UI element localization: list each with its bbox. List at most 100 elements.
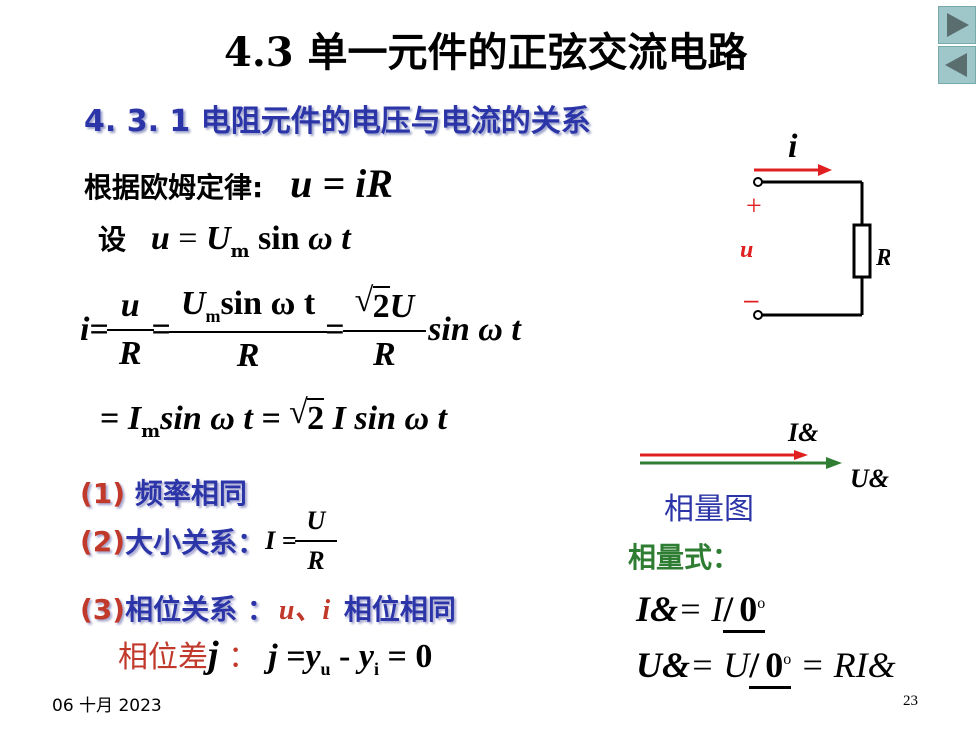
phasor-diagram-label: 相量图 (664, 492, 754, 527)
assume-sin: sin (249, 220, 309, 257)
prop1-text: 频率相同 (125, 477, 247, 510)
phase-diff-psi2: y (358, 638, 374, 675)
pf1-deg: o (757, 595, 766, 612)
phase-diff-psi1: y (305, 638, 321, 675)
eq1-sqrt: √2 (354, 282, 390, 325)
circuit-i: i (788, 128, 798, 165)
assume-line: 设 u = Um sin ω t (98, 218, 351, 262)
eq2-lead: = (100, 400, 128, 437)
eq1-two: 2 (372, 286, 390, 325)
pf1-rhs: = I (678, 589, 724, 629)
voltage-phasor-arrow-icon (826, 457, 842, 469)
pf2-deg: o (783, 651, 792, 668)
prop3-text: 相位关系 ： (125, 593, 275, 626)
eq1-eq-3: = (325, 311, 345, 348)
ohm-law-label: 根据欧姆定律: (84, 171, 264, 204)
assume-u: u (150, 220, 170, 257)
eq1-sinwt: sin ω t (220, 285, 316, 322)
phasor-label-U: U& (850, 464, 889, 493)
footer-date: 06 十月 2023 (52, 696, 162, 716)
current-equation-2: = Imsin ω t = √2 I sin ω t (100, 394, 448, 442)
eq2-two: 2 (307, 398, 325, 437)
eq1-frac-u-R: u R (106, 287, 154, 373)
page-title: 4.3 单一元件的正弦交流电路 (224, 29, 748, 76)
prop-phase: (3)相位关系 ：u、i 相位相同 (80, 588, 456, 628)
prop2-num: (2) (80, 524, 126, 558)
circuit-u: u (740, 237, 753, 263)
eq1-R-2: R (168, 331, 328, 375)
resistor-circuit-diagram: i + u – R (740, 128, 890, 320)
prop2-I: I = (265, 526, 297, 555)
prop-magnitude: (2)大小关系： I = U R (80, 506, 338, 576)
eq1-frac-Um: Umsin ω t R (168, 285, 328, 375)
eq2-I: I (127, 400, 142, 437)
pf1-angle: 0 (739, 589, 758, 629)
prop3-tail: 相位相同 (334, 593, 456, 626)
play-right-icon (947, 13, 969, 37)
play-left-icon (945, 53, 967, 77)
pf2-lhs: U& (636, 645, 690, 685)
phase-diff-i: i (373, 659, 379, 679)
phasor-formula-current: I&= I/0o (636, 588, 766, 633)
pf2-tail: = RI& (791, 645, 896, 685)
prop-frequency: (1) 频率相同 (80, 472, 247, 512)
ohm-law-formula: u = iR (290, 161, 393, 206)
eq2-sqrt: √2 (289, 394, 325, 437)
circuit-R: R (875, 245, 890, 271)
phase-diff-u: u (320, 659, 331, 679)
prop1-num: (1) (80, 477, 126, 510)
eq1-R-1: R (106, 329, 154, 373)
assume-U: U (205, 220, 231, 257)
assume-wt: ω t (308, 220, 351, 257)
eq1-tail: sin ω t (428, 311, 521, 348)
current-phasor-arrow-icon (794, 450, 808, 460)
eq1-u: u (120, 287, 140, 324)
prev-slide-button[interactable] (938, 46, 976, 84)
phase-diff-minus: - (330, 638, 359, 675)
eq1-Um: U (180, 285, 206, 322)
phasor-formula-label: 相量式： (628, 541, 741, 574)
prop2-R: R (294, 540, 338, 576)
phase-diff-colon: ： (218, 640, 259, 675)
next-slide-button[interactable] (938, 6, 976, 44)
phase-diff-label: 相位差 (118, 640, 208, 675)
circuit-minus: – (744, 284, 759, 314)
page-number: 23 (903, 693, 918, 709)
eq1-R-3: R (342, 330, 427, 374)
phase-difference: 相位差j ：j =yu - yi = 0 (118, 632, 432, 680)
assume-label: 设 (98, 223, 127, 256)
prop2-U: U (306, 506, 326, 535)
eq1-frac-sqrt: √2U R (342, 282, 427, 374)
current-arrow-icon (818, 164, 832, 176)
eq1-eq-2: = (151, 311, 171, 348)
section-subtitle: 4. 3. 1 电阻元件的电压与电流的关系 (84, 104, 591, 139)
assume-m: m (230, 241, 250, 262)
circuit-plus: + (746, 191, 762, 222)
pf1-lhs: I& (636, 589, 679, 629)
eq1-m: m (205, 306, 221, 326)
pf2-rhs: = U (690, 645, 750, 685)
phasor-formula-voltage: U&= U/0o = RI& (636, 644, 896, 689)
prop3-num: (3) (80, 593, 126, 626)
assume-eq: = (169, 220, 206, 257)
eq2-tail: I sin ω t (324, 400, 448, 437)
prop3-ui: u、i (278, 595, 331, 626)
phasor-label-I: I& (787, 418, 818, 447)
eq2-m: m (141, 421, 161, 442)
phase-diff-end: = 0 (378, 638, 433, 675)
pf2-angle: 0 (765, 645, 784, 685)
prop2-text: 大小关系： (125, 526, 266, 559)
phasor-diagram: I& U& (640, 418, 889, 493)
eq2-mid: sin ω t = (160, 400, 290, 437)
ohm-law-line: 根据欧姆定律: u = iR (84, 160, 393, 207)
pf2-angle-wrap: /0o (749, 644, 792, 689)
eq1-eq-1: = (89, 311, 109, 348)
eq1-i: i (80, 311, 90, 348)
pf1-angle-wrap: /0o (723, 588, 766, 633)
prop2-frac: U R (294, 506, 338, 576)
phase-diff-expr: j = (268, 638, 306, 675)
eq1-U: U (389, 288, 415, 325)
current-equation: i = u R = Umsin ω t R = √2U R sin ω t (80, 282, 521, 375)
phase-diff-phi: j (208, 634, 219, 676)
resistor-icon (852, 223, 872, 279)
